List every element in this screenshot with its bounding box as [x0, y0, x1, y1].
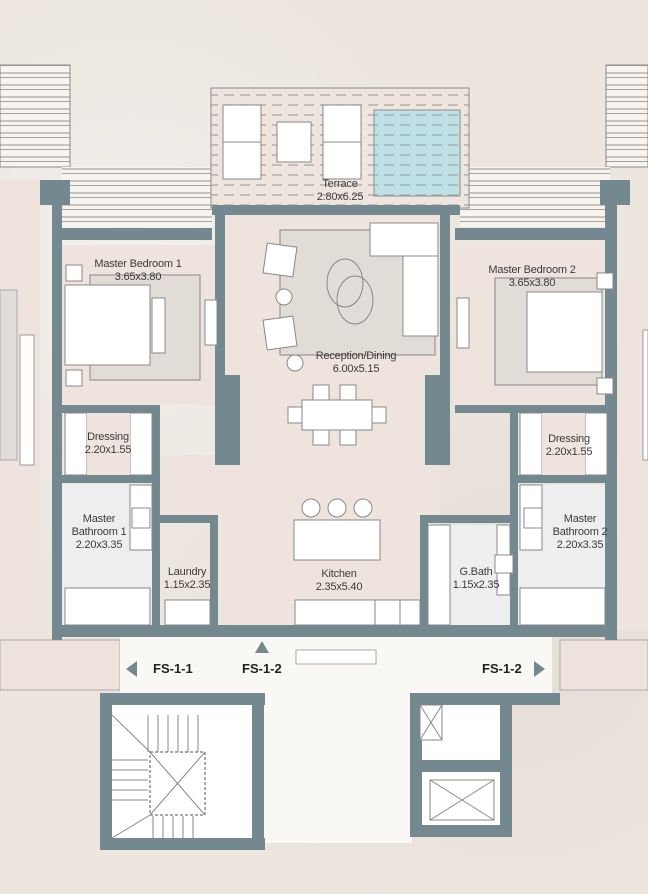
room-size: 3.65x3.80 [508, 277, 556, 289]
room-label-master-bathroom-1: Master Bathroom 1 2.20x3.35 [64, 513, 134, 552]
room-label-master-bedroom-2: Master Bedroom 2 3.65x3.80 [488, 264, 575, 290]
section-marker-fs-1-1: FS-1-1 [153, 661, 193, 676]
room-name: Terrace [322, 178, 358, 190]
room-size: 2.80x6.25 [316, 191, 364, 203]
room-size: 2.35x5.40 [315, 581, 363, 593]
room-label-terrace: Terrace 2.80x6.25 [317, 178, 364, 204]
furniture [64, 222, 614, 626]
section-marker-fs-1-2-right: FS-1-2 [482, 661, 522, 676]
room-name: Master Bathroom 2 [552, 513, 608, 538]
room-label-laundry: Laundry 1.15x2.35 [164, 566, 211, 592]
stairwell [111, 705, 252, 839]
room-size: 3.65x3.80 [114, 271, 162, 283]
room-name: Reception/Dining [315, 350, 397, 362]
room-size: 1.15x2.35 [163, 579, 211, 591]
room-size: 2.20x3.35 [75, 539, 123, 551]
room-size: 2.20x1.55 [84, 444, 132, 456]
arrow-up-icon [255, 641, 269, 653]
room-label-kitchen: Kitchen 2.35x5.40 [316, 568, 363, 594]
room-label-reception-dining: Reception/Dining 6.00x5.15 [316, 350, 397, 376]
room-size: 2.20x1.55 [545, 446, 593, 458]
room-label-master-bedroom-1: Master Bedroom 1 3.65x3.80 [94, 258, 181, 284]
room-label-g-bath: G.Bath 1.15x2.35 [453, 566, 500, 592]
terrace [210, 87, 470, 209]
room-name: G.Bath [459, 566, 493, 578]
arrow-right-icon [534, 661, 545, 677]
room-size: 1.15x2.35 [452, 579, 500, 591]
room-name: Dressing [87, 431, 129, 443]
elevator [419, 704, 500, 825]
walls [40, 180, 630, 850]
room-name: Master Bedroom 1 [94, 258, 182, 270]
neighbor-right [559, 64, 648, 691]
room-name: Laundry [167, 566, 207, 578]
room-name: Master Bedroom 2 [488, 264, 576, 276]
balcony-left [62, 167, 212, 227]
room-name: Kitchen [321, 568, 357, 580]
room-label-master-bathroom-2: Master Bathroom 2 2.20x3.35 [545, 513, 615, 552]
room-size: 2.20x3.35 [556, 539, 604, 551]
balcony-right [460, 167, 610, 227]
room-name: Master Bathroom 1 [71, 513, 127, 538]
corridor [120, 637, 552, 693]
room-name: Dressing [548, 433, 590, 445]
room-label-dressing-2: Dressing 2.20x1.55 [546, 433, 593, 459]
room-label-dressing-1: Dressing 2.20x1.55 [85, 431, 132, 457]
section-marker-fs-1-2-up: FS-1-2 [242, 661, 282, 676]
arrow-left-icon [126, 661, 137, 677]
neighbor-left [0, 64, 121, 691]
room-size: 6.00x5.15 [332, 363, 380, 375]
